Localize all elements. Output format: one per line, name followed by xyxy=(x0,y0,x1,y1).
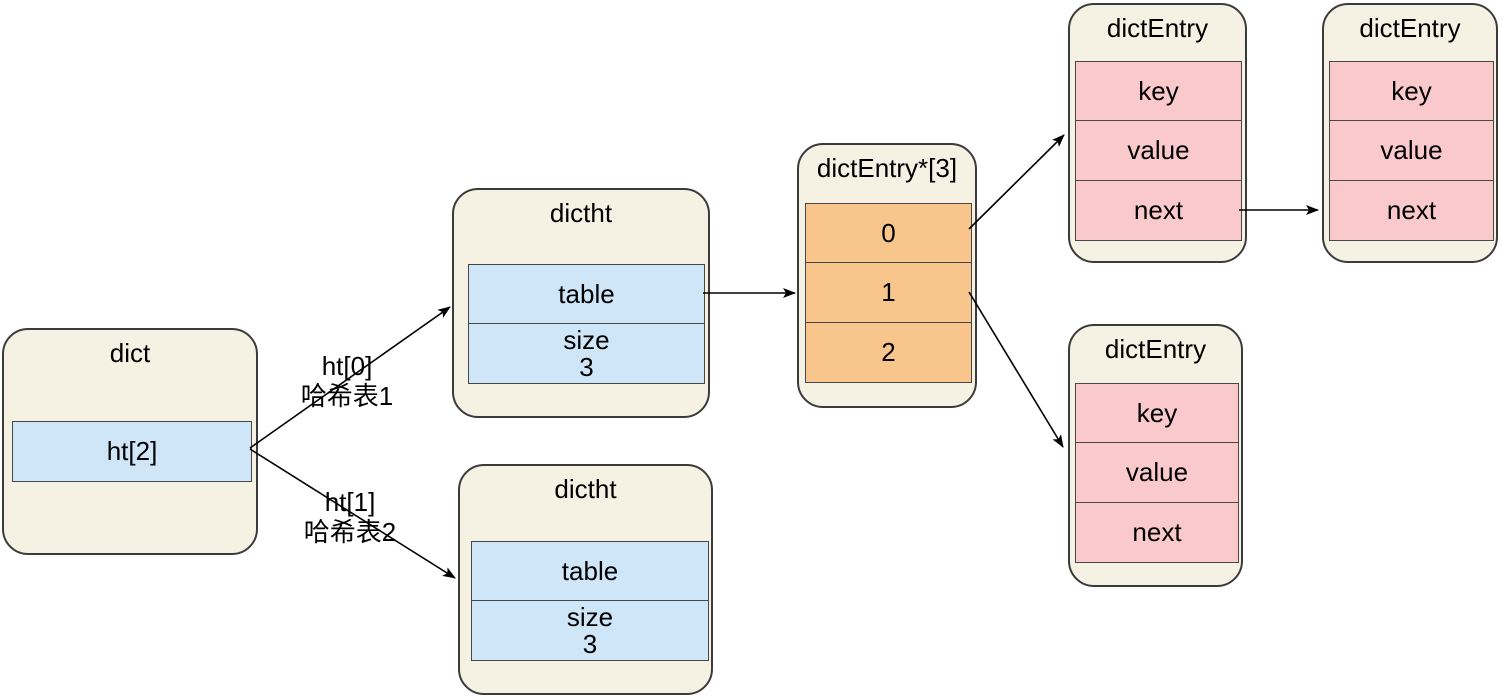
node-dictentry-2-title: dictEntry xyxy=(1359,13,1461,43)
cell-key: key xyxy=(1329,61,1494,121)
cell-size: size 3 xyxy=(471,601,709,661)
cell-next: next xyxy=(1075,503,1239,563)
size-label: size xyxy=(566,601,614,632)
node-dictentry-array: dictEntry*[3] 0 1 2 xyxy=(797,143,977,408)
cell-key: key xyxy=(1075,61,1242,121)
cell-next: next xyxy=(1075,181,1242,241)
edge-label-ht0-line2: 哈希表1 xyxy=(300,381,394,411)
cell-next: next xyxy=(1329,181,1494,241)
cell-ht2: ht[2] xyxy=(12,421,252,482)
node-dictentry-1-title: dictEntry xyxy=(1106,13,1209,43)
cell-size: size 3 xyxy=(468,324,705,384)
edge-label-ht0: ht[0] 哈希表1 xyxy=(296,351,398,411)
cell-key: key xyxy=(1075,383,1239,443)
edge-label-ht1: ht[1] 哈希表2 xyxy=(299,487,401,547)
edge-label-ht1-line2: 哈希表2 xyxy=(303,517,397,547)
node-dictentry-3: dictEntry key value next xyxy=(1068,324,1243,587)
cell-bucket-2: 2 xyxy=(805,323,972,383)
size-value: 3 xyxy=(579,351,594,382)
node-dictentry-3-title: dictEntry xyxy=(1104,334,1207,364)
node-dictht-bottom-title: dictht xyxy=(554,474,617,504)
node-dictht-top-title: dictht xyxy=(549,198,613,228)
cell-value: value xyxy=(1329,121,1494,181)
node-dictentry-1: dictEntry key value next xyxy=(1068,3,1247,263)
size-value: 3 xyxy=(582,628,598,659)
cell-bucket-1: 1 xyxy=(805,263,972,323)
node-dict-title: dict xyxy=(109,338,151,368)
cell-value: value xyxy=(1075,443,1239,503)
edge-label-ht1-line1: ht[1] xyxy=(324,487,376,517)
cell-table: table xyxy=(468,264,705,324)
node-dictentry-array-title: dictEntry*[3] xyxy=(816,153,958,183)
cell-table: table xyxy=(471,541,709,601)
node-dictentry-2: dictEntry key value next xyxy=(1322,3,1498,263)
connector-bucket1-to-entry xyxy=(968,291,1064,448)
node-dictht-top: dictht table size 3 xyxy=(452,188,710,418)
connector-bucket0-to-entry xyxy=(968,134,1065,230)
edge-label-ht0-line1: ht[0] xyxy=(321,351,373,381)
cell-bucket-0: 0 xyxy=(805,203,972,263)
cell-value: value xyxy=(1075,121,1242,181)
node-dictht-bottom: dictht table size 3 xyxy=(458,464,713,695)
size-label: size xyxy=(563,324,610,355)
node-dict: dict ht[2] xyxy=(2,328,258,555)
